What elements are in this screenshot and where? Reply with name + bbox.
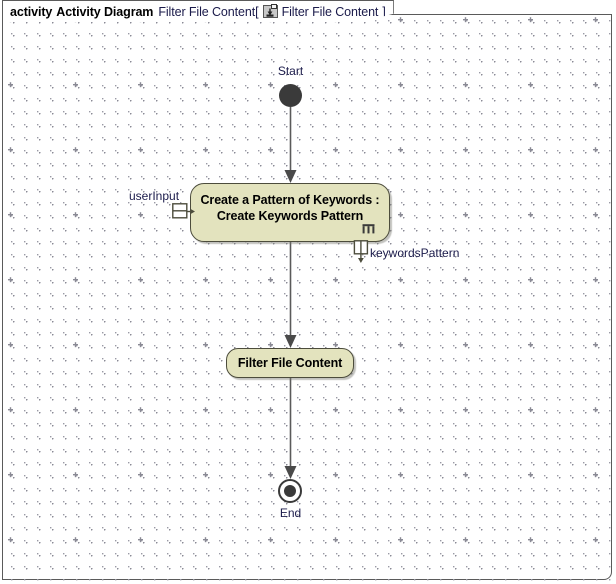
- start-node-label: Start: [277, 64, 304, 78]
- frame-header-bracket-open: [: [255, 4, 259, 19]
- output-pin-label-keywordspattern: keywordsPattern: [370, 246, 460, 260]
- grid-background: [3, 15, 613, 581]
- end-node-label: End: [279, 506, 302, 520]
- activity-diagram-icon: [262, 4, 278, 19]
- frame-header-name: Filter File Content: [158, 4, 256, 19]
- diagram-frame-header[interactable]: activity Activity Diagram Filter File Co…: [2, 0, 394, 22]
- diagram-canvas[interactable]: [2, 14, 613, 581]
- action-node-label: Create a Pattern of Keywords : Create Ke…: [201, 192, 380, 233]
- action-node-create-keywords-pattern[interactable]: Create a Pattern of Keywords : Create Ke…: [190, 183, 390, 242]
- action-node-filter-file-content[interactable]: Filter File Content: [226, 348, 354, 378]
- final-node-end[interactable]: [278, 479, 302, 503]
- frame-header-bracket-close: ]: [382, 4, 386, 19]
- input-pin-label-userinput: userInput: [129, 189, 180, 203]
- rake-icon: [362, 224, 375, 234]
- input-pin-userinput[interactable]: [172, 203, 196, 221]
- action-node-label: Filter File Content: [237, 356, 343, 370]
- action-node-label-line1: Create a Pattern of Keywords :: [200, 193, 380, 207]
- initial-node-start[interactable]: [279, 84, 302, 107]
- frame-header-behavior: Filter File Content: [281, 4, 379, 19]
- output-pin-keywordspattern[interactable]: [353, 240, 371, 264]
- action-node-label-line2: Create Keywords Pattern: [216, 209, 364, 223]
- frame-header-type: Activity Diagram: [56, 4, 154, 19]
- frame-header-kind: activity: [10, 4, 53, 19]
